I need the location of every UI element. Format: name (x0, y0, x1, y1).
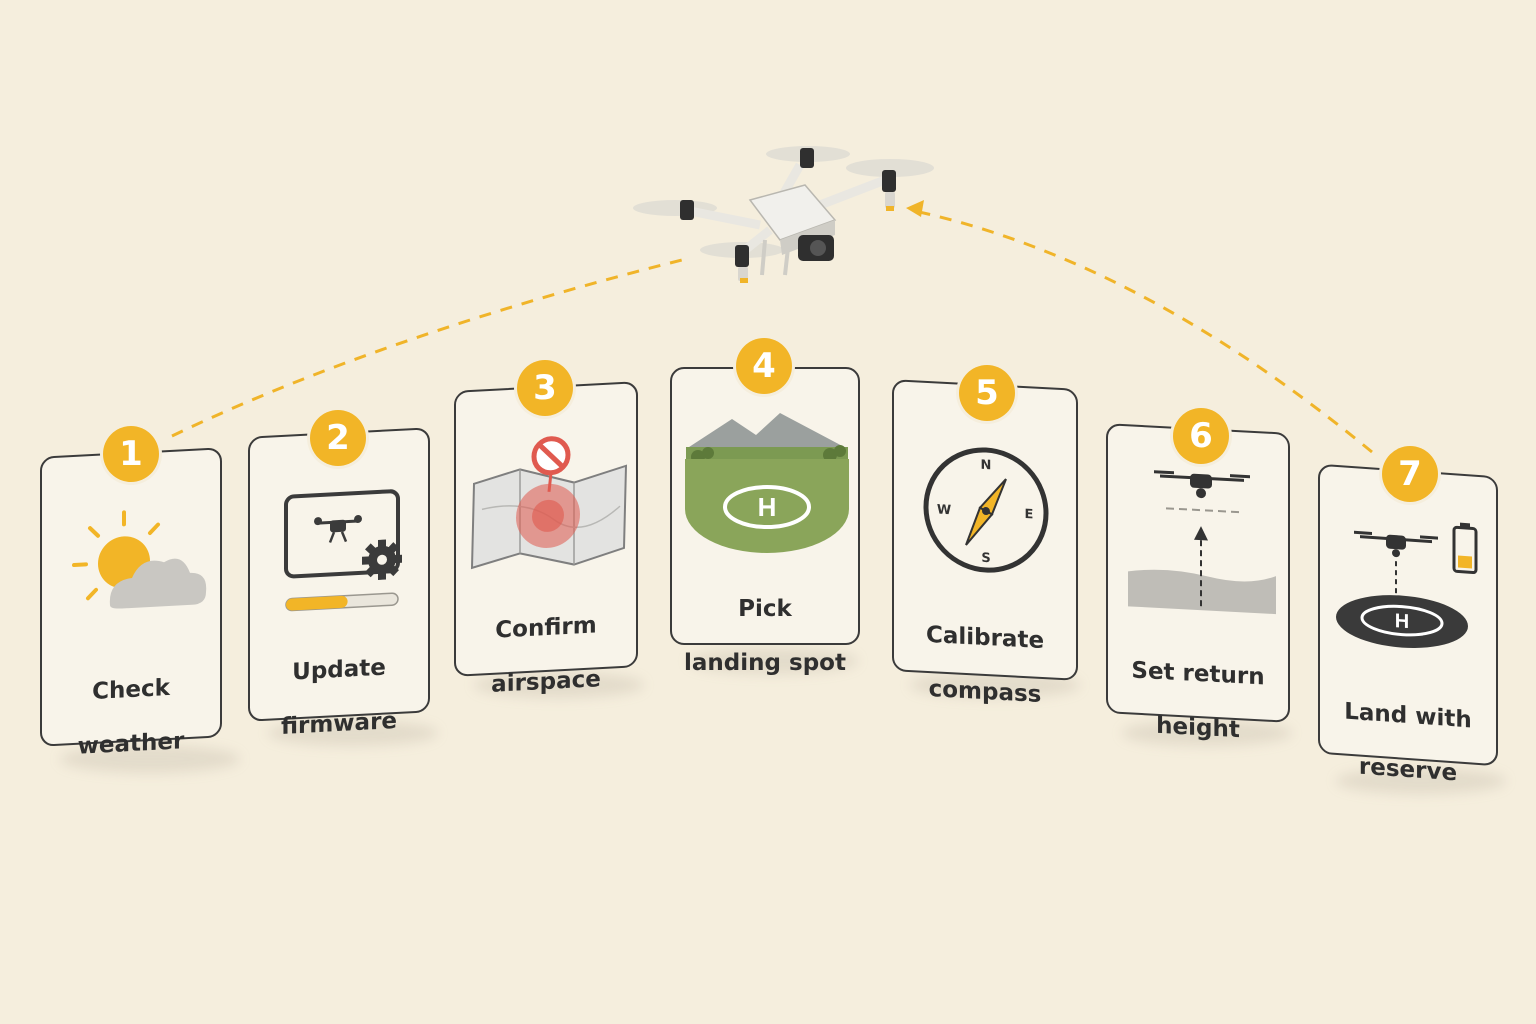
step-1-badge: 1 (103, 426, 159, 482)
drone-small-icon (1354, 530, 1438, 558)
drone-small-icon (314, 514, 362, 543)
gear-icon (362, 539, 402, 580)
drone-small-icon (1154, 470, 1250, 499)
step-4-label-line2: landing spot (684, 650, 846, 676)
step-card-3[interactable]: Confirm airspace (454, 381, 638, 698)
step-card-6[interactable]: Set return height (1106, 423, 1290, 743)
progress-fill (286, 595, 348, 611)
step-1-label-line2: weather (77, 728, 185, 760)
firmware-update-icon (284, 489, 402, 612)
flight-path-outbound (171, 256, 691, 438)
battery-icon (1452, 522, 1478, 575)
step-4-badge: 4 (736, 338, 792, 394)
step-3-label-line1: Confirm (495, 612, 597, 644)
helipad-letter: H (1395, 610, 1409, 633)
step-card-2[interactable]: Update firmware (248, 427, 430, 740)
helipad-letter: H (758, 492, 777, 522)
step-5-badge: 5 (959, 365, 1015, 421)
step-1-label-line1: Check (92, 674, 170, 706)
compass-north: N (981, 458, 992, 474)
up-arrow-icon (1194, 526, 1208, 541)
step-2-label-line1: Update (292, 654, 386, 686)
compass-east: E (1025, 507, 1034, 522)
compass-south: S (981, 551, 990, 566)
step-3-label-line2: airspace (491, 666, 601, 698)
step-7-label-line2: reserve (1358, 753, 1458, 787)
step-5-label-line1: Calibrate (925, 621, 1045, 655)
drone-icon (633, 146, 934, 283)
step-7-badge: 7 (1382, 446, 1438, 502)
step-card-4[interactable]: H Pick landing spot (670, 367, 860, 676)
step-6-label-line1: Set return (1131, 657, 1265, 691)
step-6-label-line2: height (1156, 712, 1240, 744)
airspace-map-icon (470, 436, 628, 570)
step-5-label-line2: compass (928, 676, 1042, 708)
arrowhead-icon (906, 200, 924, 217)
compass-west: W (937, 502, 951, 518)
step-4-label-line1: Pick (738, 596, 792, 622)
return-height-icon (1128, 470, 1276, 615)
compass-icon: N S E W (923, 447, 1049, 573)
step-card-5[interactable]: N S E W Calibrate compass (892, 379, 1078, 708)
landing-field-icon: H (685, 413, 849, 553)
step-card-7[interactable]: H Land with reserve (1318, 463, 1498, 786)
sun-cloud-icon (72, 510, 207, 609)
no-entry-icon (531, 436, 571, 492)
landing-reserve-icon: H (1336, 522, 1478, 648)
step-7-label-line1: Land with (1344, 698, 1472, 734)
step-card-1[interactable]: Check weather (40, 447, 222, 760)
flight-path-return (909, 208, 1373, 454)
step-6-badge: 6 (1173, 408, 1229, 464)
step-2-label-line2: firmware (280, 707, 398, 741)
step-3-badge: 3 (517, 360, 573, 416)
step-2-badge: 2 (310, 410, 366, 466)
